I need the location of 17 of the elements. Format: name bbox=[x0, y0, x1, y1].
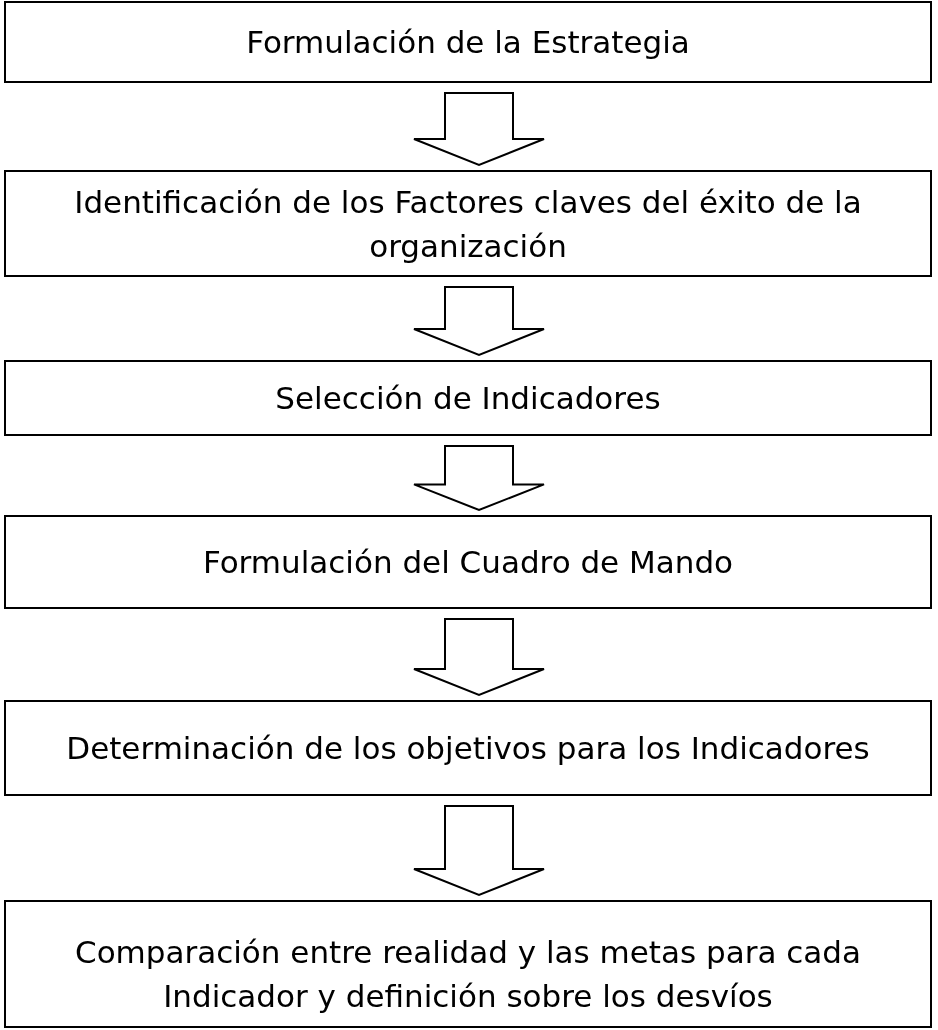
block-arrow bbox=[413, 445, 545, 512]
process-box bbox=[4, 170, 932, 277]
process-box bbox=[4, 515, 932, 609]
block-arrow bbox=[413, 92, 545, 167]
block-arrow bbox=[413, 286, 545, 357]
step-text: Determinación de los objetivos para los Indicadores bbox=[66, 729, 870, 768]
block-arrow bbox=[413, 805, 545, 897]
process-box bbox=[4, 360, 932, 436]
step-text: Formulación del Cuadro de Mando bbox=[202, 543, 734, 582]
step-text: Comparación entre realidad y las metas para cada Indicador y definición sobre los desvíos bbox=[74, 933, 862, 1016]
block-arrow bbox=[413, 618, 545, 697]
process-box bbox=[4, 1, 932, 83]
step-text: Identificación de los Factores claves del éxito de la organización bbox=[73, 182, 863, 266]
step-text: Selección de Indicadores bbox=[275, 379, 661, 418]
step-text: Formulación de la Estrategia bbox=[246, 23, 690, 62]
process-box bbox=[4, 900, 932, 1028]
process-box bbox=[4, 700, 932, 796]
